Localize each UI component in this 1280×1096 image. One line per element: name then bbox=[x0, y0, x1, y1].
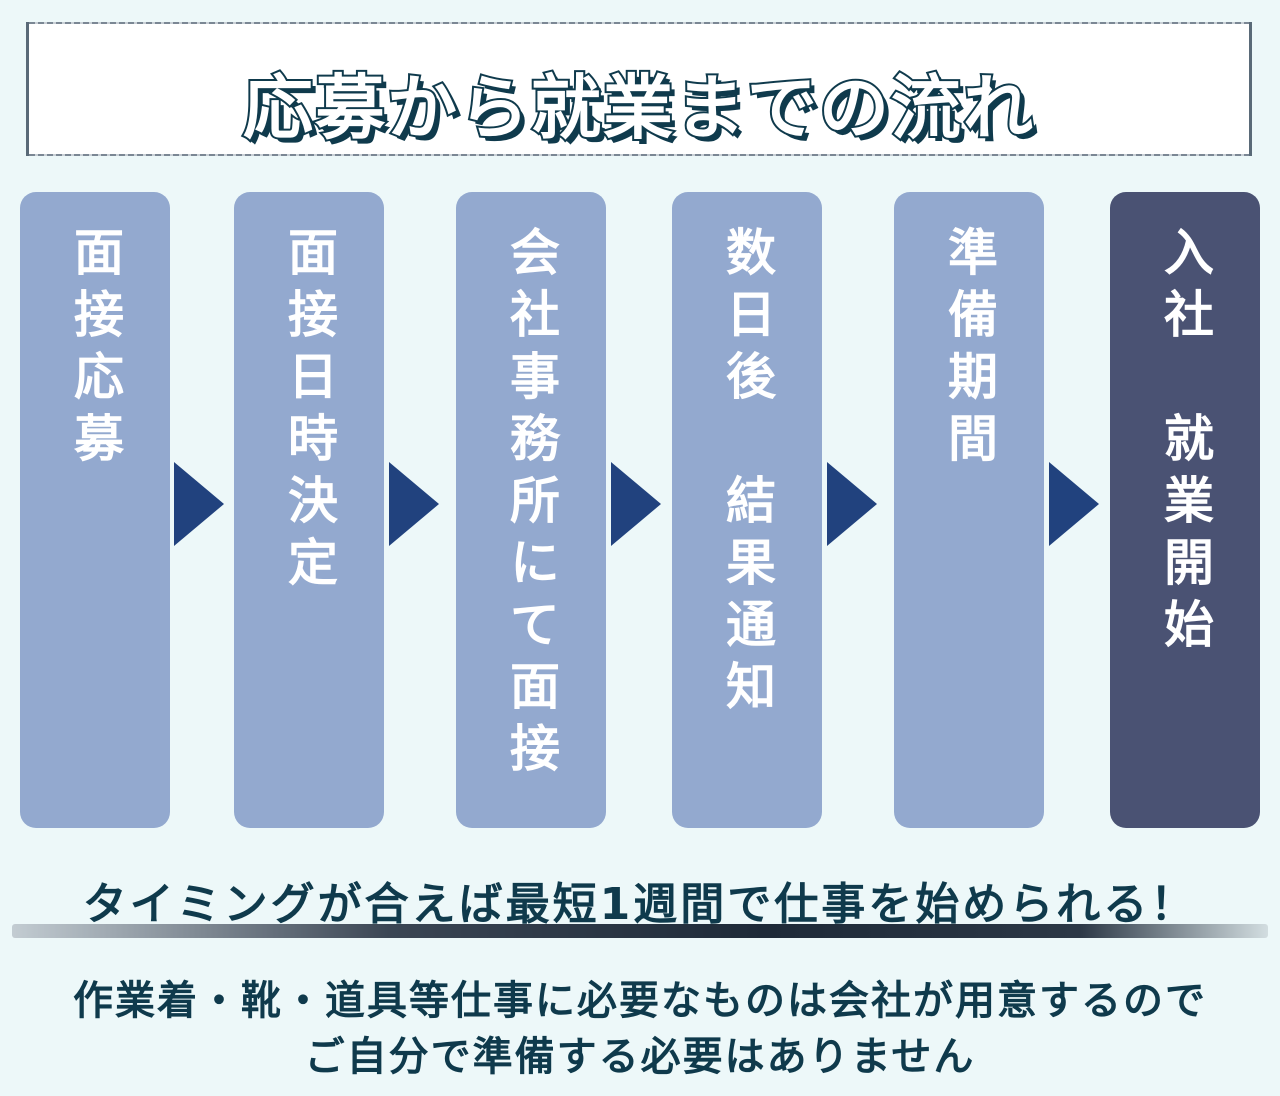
step-result: 数日後 結果通知 bbox=[672, 192, 822, 828]
step-label: 面接応募 bbox=[66, 226, 124, 474]
flow-arrow-1 bbox=[174, 462, 224, 546]
page-title: 応募から就業までの流れ bbox=[241, 65, 1035, 151]
step-label: 面接日時決定 bbox=[280, 226, 338, 598]
step-label: 準備期間 bbox=[940, 226, 998, 474]
flow-arrow-2 bbox=[389, 462, 439, 546]
highlight-underline bbox=[12, 924, 1268, 938]
flow-arrow-3 bbox=[611, 462, 661, 546]
flow-arrow-5 bbox=[1049, 462, 1099, 546]
step-label: 数日後 結果通知 bbox=[718, 226, 776, 722]
step-start-work: 入社 就業開始 bbox=[1110, 192, 1260, 828]
step-label: 入社 就業開始 bbox=[1156, 226, 1214, 660]
note-line-2: ご自分で準備する必要はありません bbox=[304, 1034, 976, 1080]
title-banner: 応募から就業までの流れ bbox=[26, 22, 1252, 156]
step-application: 面接応募 bbox=[20, 192, 170, 828]
step-interview: 会社事務所にて面接 bbox=[456, 192, 606, 828]
note-line-1: 作業着・靴・道具等仕事に必要なものは会社が用意するので bbox=[73, 978, 1207, 1024]
step-preparation: 準備期間 bbox=[894, 192, 1044, 828]
step-schedule: 面接日時決定 bbox=[234, 192, 384, 828]
highlight-text: タイミングが合えば最短1週間で仕事を始められる！ bbox=[82, 879, 1198, 930]
flow-arrow-4 bbox=[827, 462, 877, 546]
step-label: 会社事務所にて面接 bbox=[502, 226, 560, 784]
